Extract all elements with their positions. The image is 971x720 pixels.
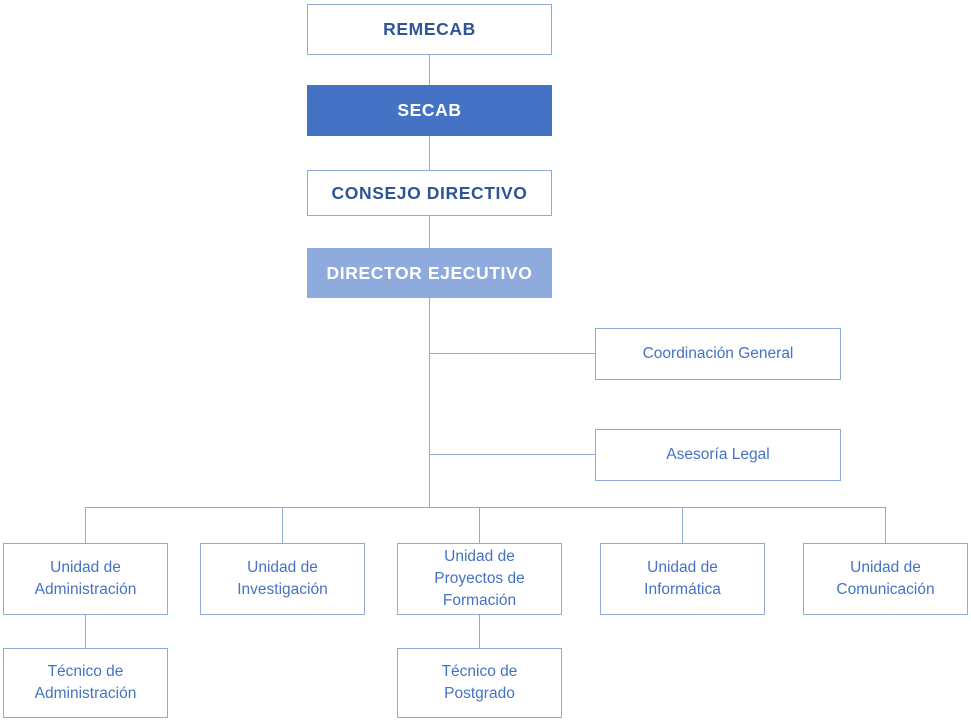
node-unidad-administracion: Unidad de Administración — [3, 543, 168, 615]
node-director-ejecutivo: DIRECTOR EJECUTIVO — [307, 248, 552, 298]
node-unidad-comunicacion: Unidad de Comunicación — [803, 543, 968, 615]
node-tecnico-administracion: Técnico de Administración — [3, 648, 168, 718]
node-coordinacion-general: Coordinación General — [595, 328, 841, 380]
node-tecnico-postgrado: Técnico de Postgrado — [397, 648, 562, 718]
connector-director-trunk — [429, 298, 430, 508]
connector-tecnico-administracion — [85, 615, 86, 648]
node-unidad-investigacion: Unidad de Investigación — [200, 543, 365, 615]
node-consejo-directivo: CONSEJO DIRECTIVO — [307, 170, 552, 216]
connector-drop-administracion — [85, 508, 86, 543]
connector-drop-investigacion — [282, 508, 283, 543]
connector-remecab-secab — [429, 55, 430, 85]
node-secab: SECAB — [307, 85, 552, 136]
connector-tecnico-postgrado — [479, 615, 480, 648]
connector-consejo-director — [429, 216, 430, 248]
node-remecab: REMECAB — [307, 4, 552, 55]
connector-asesoria-branch — [430, 454, 595, 455]
connector-units-horizontal — [85, 507, 886, 508]
node-asesoria-legal: Asesoría Legal — [595, 429, 841, 481]
connector-secab-consejo — [429, 136, 430, 170]
connector-drop-comunicacion — [885, 508, 886, 543]
node-unidad-proyectos-formacion: Unidad de Proyectos de Formación — [397, 543, 562, 615]
connector-drop-informatica — [682, 508, 683, 543]
connector-coordinacion-branch — [430, 353, 595, 354]
node-unidad-informatica: Unidad de Informática — [600, 543, 765, 615]
connector-drop-proyectos — [479, 508, 480, 543]
